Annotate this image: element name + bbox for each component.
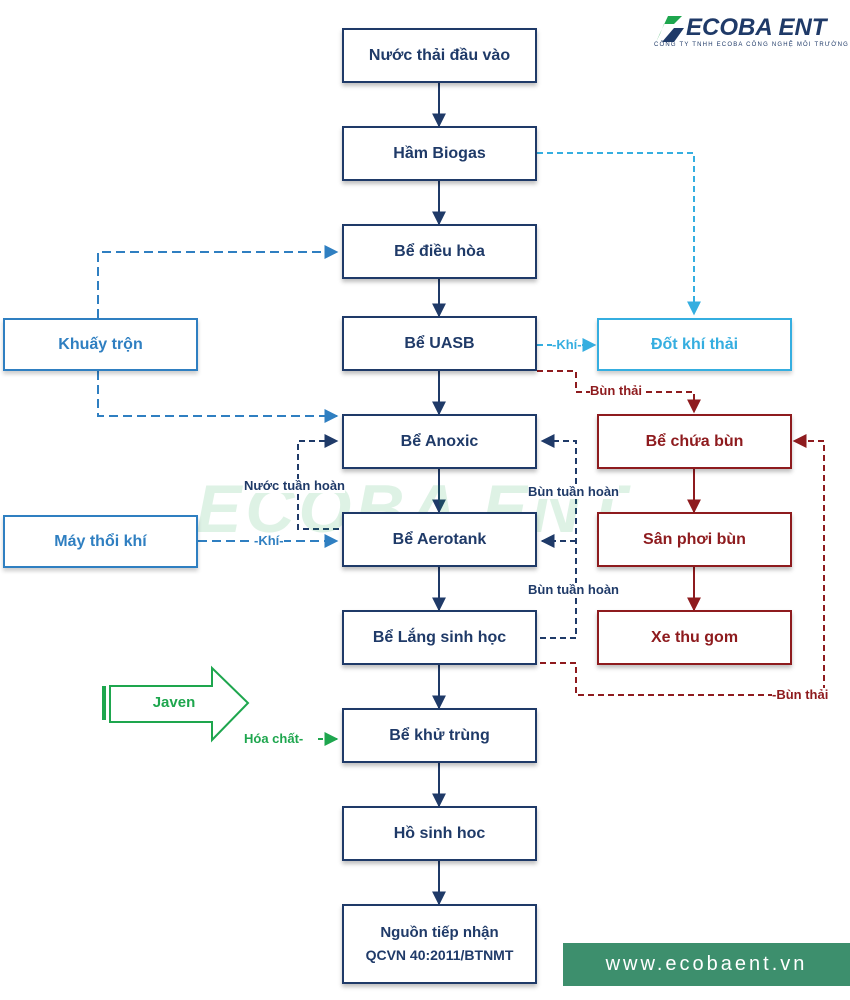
sludge-lines — [537, 370, 825, 696]
node-blower: Máy thổi khí — [3, 515, 198, 568]
node-bio-pond: Hồ sinh hoc — [342, 806, 537, 861]
label-waste-sludge-uasb: Bùn thải — [590, 383, 642, 398]
logo-mark-icon — [656, 16, 684, 42]
website-banner: www.ecobaent.vn — [563, 943, 850, 986]
logo-brand: ECOBA ENT — [686, 14, 827, 41]
node-drying-bed: Sân phơi bùn — [597, 512, 792, 567]
logo-tagline: CÔNG TY TNHH ECOBA CÔNG NGHỆ MÔI TRƯỜNG — [654, 42, 849, 48]
javen-label: Javen — [152, 694, 196, 711]
label-gas-uasb: -Khí- — [552, 337, 582, 352]
label-waste-sludge-settling: -Bùn thải — [772, 687, 829, 702]
node-mixing: Khuấy trộn — [3, 318, 198, 371]
node-aerotank: Bể Aerotank — [342, 512, 537, 567]
node-equalization: Bể điều hòa — [342, 224, 537, 279]
node-collection-truck: Xe thu gom — [597, 610, 792, 665]
node-anoxic: Bể Anoxic — [342, 414, 537, 469]
node-biogas: Hầm Biogas — [342, 126, 537, 181]
receiving-title: Nguồn tiếp nhận — [380, 924, 499, 941]
label-sludge-recirculation-1: Bùn tuần hoàn — [528, 484, 619, 499]
javen-arrow — [102, 665, 250, 743]
node-disinfection: Bể khử trùng — [342, 708, 537, 763]
company-logo: ECOBA ENT CÔNG TY TNHH ECOBA CÔNG NGHỆ M… — [652, 12, 848, 52]
label-water-recirculation: Nước tuần hoàn — [244, 478, 345, 493]
node-uasb: Bể UASB — [342, 316, 537, 371]
node-inflow: Nước thải đầu vào — [342, 28, 537, 83]
label-chemical: Hóa chất- — [244, 731, 304, 746]
node-settling: Bể Lắng sinh học — [342, 610, 537, 665]
label-sludge-recirculation-2: Bùn tuần hoàn — [528, 582, 619, 597]
node-gas-burn: Đốt khí thải — [597, 318, 792, 371]
node-sludge-tank: Bể chứa bùn — [597, 414, 792, 469]
gas-lines — [537, 152, 701, 352]
label-gas-blower: -Khí- — [254, 533, 284, 548]
node-receiving: Nguồn tiếp nhận QCVN 40:2011/BTNMT — [342, 904, 537, 984]
receiving-standard: QCVN 40:2011/BTNMT — [365, 947, 514, 963]
mixing-air-lines — [97, 245, 339, 548]
